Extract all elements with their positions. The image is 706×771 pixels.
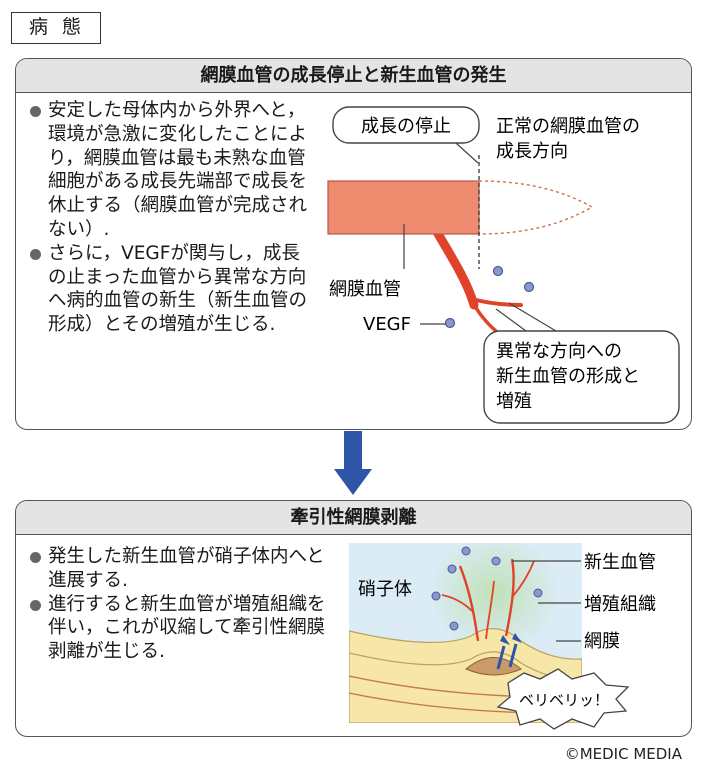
- bullet-text: 進行すると新生血管が増殖組織を伴い，これが収縮して牽引性網膜剥離が生じる.: [48, 593, 326, 663]
- neovessel-branch: [504, 558, 515, 637]
- vegf-dot-icon: [491, 556, 501, 566]
- bullet-item: 発生した新生血管が硝子体内へと進展する.: [28, 545, 328, 593]
- vegf-label: VEGF: [363, 314, 411, 335]
- panel-title: 牽引性網膜剥離: [16, 501, 691, 535]
- flow-down-arrow-icon: [334, 431, 372, 495]
- vegf-dot-icon: [533, 588, 543, 598]
- proliferative-tissue: [426, 543, 562, 655]
- normal-direction-label-1: 正常の網膜血管の: [496, 116, 640, 137]
- bullet-dot-icon: [30, 248, 41, 260]
- growth-stop-callout: [332, 106, 480, 144]
- bullet-text: 安定した母体内から外界へと，環境が急激に変化したことにより，網膜血管は最も未熟な…: [48, 100, 308, 240]
- bullet-dot-icon: [30, 599, 41, 611]
- neovessel-branch: [458, 565, 480, 642]
- vessel-diagram: 成長の停止 正常の網膜血管の 成長方向 網膜血管 VEGF 異常な方向への 新生…: [327, 106, 680, 424]
- panel-traction-detachment: 牽引性網膜剥離 発生した新生血管が硝子体内へと進展する. 進行すると新生血管が増…: [15, 500, 692, 737]
- abnormal-pointer: [508, 302, 557, 332]
- section-tag: 病態: [11, 12, 101, 44]
- sound-effect-label: ベリベリッ！: [519, 691, 609, 709]
- panel-vessel-arrest: 網膜血管の成長停止と新生血管の発生 安定した母体内から外界へと，環境が急激に変化…: [15, 58, 692, 430]
- neovessel-branch: [485, 580, 495, 640]
- vegf-dot-icon: [431, 591, 441, 601]
- normal-direction-label-2: 成長方向: [496, 141, 568, 162]
- panel-title: 網膜血管の成長停止と新生血管の発生: [16, 59, 691, 93]
- retina-label: 網膜: [584, 631, 620, 652]
- neovessel-branch: [471, 301, 498, 333]
- normal-growth-outline: [478, 180, 594, 235]
- neovessel-trunk: [429, 222, 479, 310]
- abnormal-pointer: [495, 308, 527, 332]
- retinal-vessel-label: 網膜血管: [329, 279, 401, 300]
- copyright-credit: ©MEDIC MEDIA: [564, 745, 682, 763]
- callout-pointer: [455, 142, 479, 164]
- neovessel-branch: [512, 560, 535, 597]
- abnormal-label-1: 異常な方向への: [496, 341, 622, 362]
- bullet-item: 安定した母体内から外界へと，環境が急激に変化したことにより，網膜血管は最も未熟な…: [28, 99, 318, 242]
- traction-arrow-icon: [508, 643, 518, 668]
- bullet-text: 発生した新生血管が硝子体内へと進展する.: [48, 546, 325, 591]
- vitreous-label: 硝子体: [358, 579, 412, 600]
- neovessel-branch: [441, 594, 473, 612]
- bullet-text: さらに，VEGFが関与し，成長の止まった血管から異常な方向へ病的血管の新生（新生…: [48, 242, 308, 336]
- bullet-dot-icon: [30, 106, 41, 117]
- growth-stop-label: 成長の停止: [361, 116, 451, 137]
- neovessel-branch: [470, 297, 523, 307]
- bullet-list: 発生した新生血管が硝子体内へと進展する. 進行すると新生血管が増殖組織を伴い，こ…: [28, 545, 328, 664]
- abnormal-label-3: 増殖: [496, 390, 532, 412]
- vegf-dot-icon: [461, 546, 471, 556]
- neovessel-label: 新生血管: [584, 552, 656, 573]
- sound-burst: [496, 668, 630, 730]
- vegf-dot-icon: [492, 265, 504, 277]
- bullet-dot-icon: [30, 552, 41, 563]
- abnormal-callout: [483, 330, 680, 424]
- vegf-dot-icon: [449, 621, 459, 631]
- vegf-dot-icon: [447, 564, 457, 574]
- detachment-diagram: 硝子体 新生血管 増殖組織 網膜 ベリベリッ！: [349, 543, 656, 730]
- traction-arrow-icon: [496, 645, 506, 670]
- bullet-item: さらに，VEGFが関与し，成長の止まった血管から異常な方向へ病的血管の新生（新生…: [28, 242, 318, 337]
- abnormal-label-2: 新生血管の形成と: [496, 366, 640, 387]
- detachment-space: [465, 657, 522, 676]
- vegf-dot-icon: [523, 281, 535, 293]
- vegf-dot-icon: [444, 317, 456, 329]
- proliferative-tissue-label: 増殖組織: [584, 593, 656, 615]
- bullet-item: 進行すると新生血管が増殖組織を伴い，これが収縮して牽引性網膜剥離が生じる.: [28, 593, 328, 664]
- bullet-list: 安定した母体内から外界へと，環境が急激に変化したことにより，網膜血管は最も未熟な…: [28, 99, 318, 337]
